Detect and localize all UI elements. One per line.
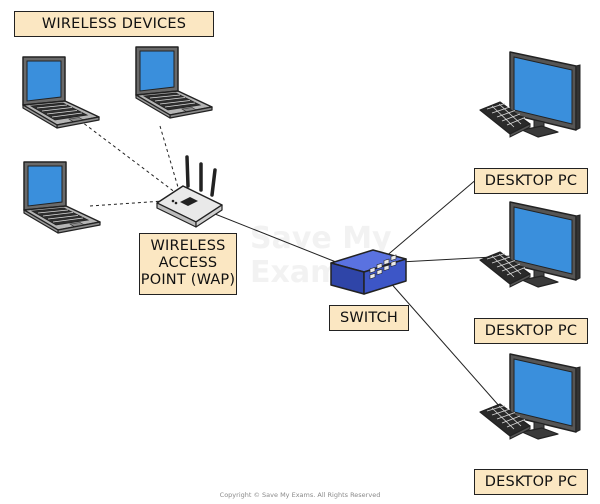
wired-link-desktop-1: [383, 177, 479, 259]
wireless-access-point-icon: [156, 155, 223, 228]
desktop-pc-icon-3: [479, 353, 581, 440]
desktop-pc-icon-2: [479, 201, 581, 288]
laptop-icon-2: [135, 46, 213, 119]
switch-icon: [330, 249, 407, 295]
wired-link-wap-switch: [209, 211, 337, 263]
wireless-link-laptop-1: [69, 112, 181, 197]
label-wireless-devices: WIRELESS DEVICES: [14, 11, 214, 37]
label-desktop-pc-3: DESKTOP PC: [474, 469, 588, 495]
copyright-notice: Copyright © Save My Exams. All Rights Re…: [219, 491, 381, 499]
laptop-icon-1: [22, 56, 100, 129]
label-desktop-pc-2: DESKTOP PC: [474, 318, 588, 344]
wireless-links: [69, 112, 181, 207]
laptop-icon-3: [23, 161, 101, 234]
wireless-link-laptop-2: [159, 125, 181, 195]
wired-link-desktop-3: [387, 279, 509, 417]
label-switch: SWITCH: [329, 305, 409, 331]
wired-links: [209, 177, 513, 417]
desktop-pc-icon-1: [479, 51, 581, 138]
label-desktop-pc-1: DESKTOP PC: [474, 168, 588, 194]
label-wireless-access-point: WIRELESS ACCESS POINT (WAP): [139, 233, 237, 295]
